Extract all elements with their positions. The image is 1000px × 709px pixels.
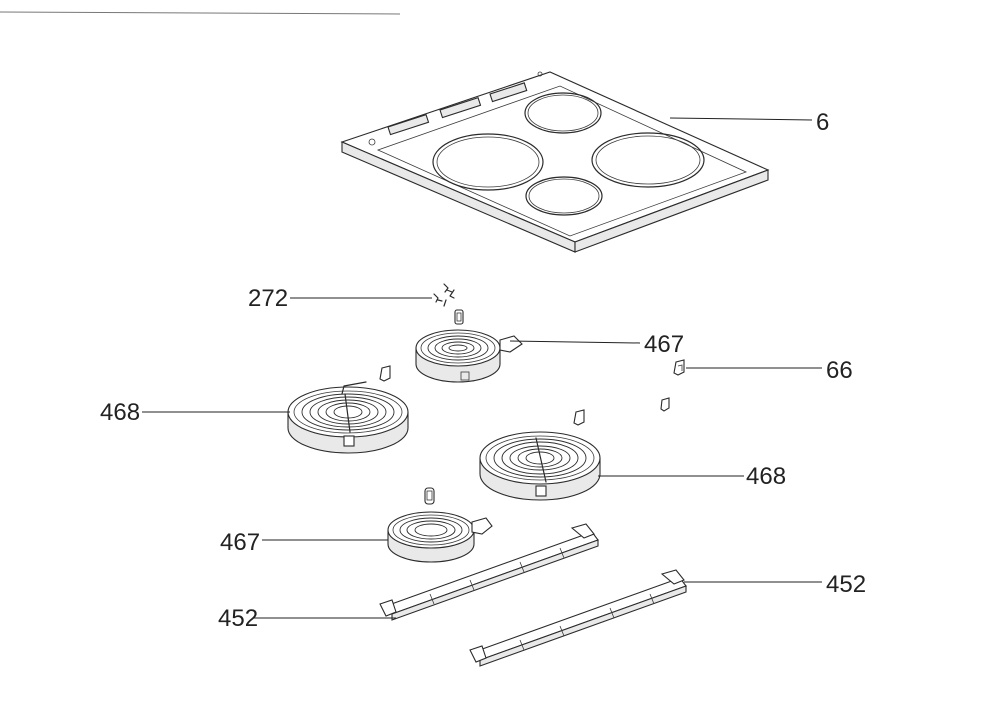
support-rail-right — [469, 569, 687, 667]
callout-66: 66 — [826, 357, 853, 384]
callout-467-top: 467 — [644, 331, 684, 358]
leader-lines — [142, 117, 822, 619]
callout-6: 6 — [816, 109, 829, 136]
zone-front-left — [525, 176, 603, 216]
top-rule — [0, 11, 401, 15]
heating-element-small-bottom — [387, 487, 493, 563]
callout-452-right: 452 — [826, 571, 866, 598]
zone-rear-right — [524, 92, 602, 134]
heating-element-small-top — [415, 329, 523, 383]
heating-element-large-right — [479, 409, 601, 501]
callout-452-left: 452 — [218, 605, 258, 632]
callout-467-bottom: 467 — [220, 529, 260, 556]
control-panel-strip — [387, 113, 430, 136]
heating-element-large-left — [287, 365, 409, 454]
callout-272: 272 — [248, 285, 288, 312]
callout-468-right: 468 — [746, 463, 786, 490]
clip-set — [433, 283, 464, 325]
bracket-66 — [660, 359, 685, 412]
zone-rear-left — [432, 133, 544, 191]
cooktop-glass-panel — [340, 71, 770, 253]
callout-468-left: 468 — [100, 399, 140, 426]
zone-front-right — [591, 132, 705, 188]
